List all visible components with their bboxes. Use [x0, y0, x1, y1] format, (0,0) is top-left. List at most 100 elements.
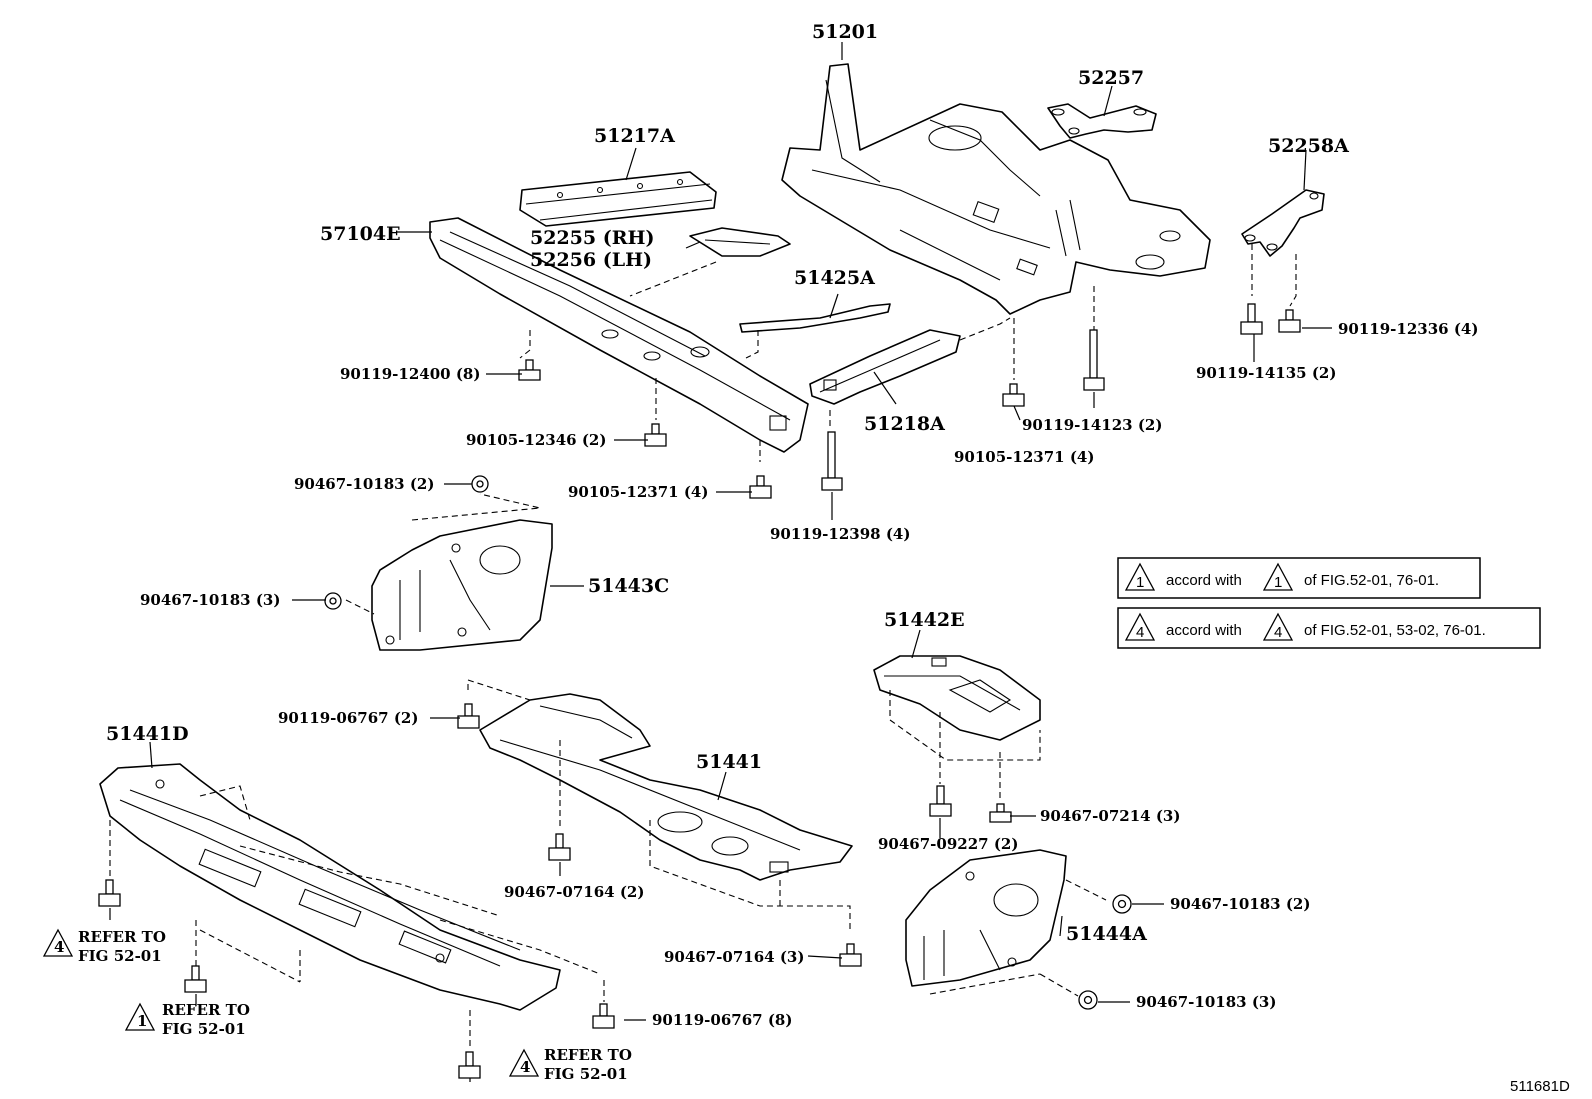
warning-triangle-icon [124, 1002, 156, 1031]
part-52258A-bracket [1241, 189, 1325, 257]
callout-mark: 4 [54, 938, 64, 956]
label-90119-06767-a: 90119-06767 (2) [278, 709, 418, 727]
part-51444A-shield [905, 849, 1067, 987]
figure-id: 511681D [1510, 1078, 1570, 1095]
bolt-icon [749, 475, 772, 499]
label-90467-07164-b: 90467-07164 (3) [664, 948, 804, 966]
label-90467-10183-d: 90467-10183 (3) [1136, 993, 1276, 1011]
bolt-icons [98, 303, 1301, 1079]
label-90105-12371-a: 90105-12371 (4) [568, 483, 708, 501]
note-mark: 1 [1136, 574, 1144, 591]
refer-text-line1: REFER TO [162, 1001, 250, 1019]
bolt-icon [98, 879, 121, 907]
bolt-icon [457, 703, 480, 729]
label-52256: 52256 (LH) [530, 249, 652, 271]
label-90467-07214: 90467-07214 (3) [1040, 807, 1180, 825]
bolt-icon [1002, 383, 1025, 407]
part-51217A-reinforcement [519, 171, 717, 227]
bolt-icon [644, 423, 667, 447]
clip-icon [839, 943, 862, 967]
label-51218A: 51218A [864, 413, 945, 435]
label-52258A: 52258A [1268, 135, 1349, 157]
label-51217A: 51217A [594, 125, 675, 147]
clip-icon [1112, 894, 1132, 914]
note-text: of FIG.52-01, 76-01. [1304, 572, 1439, 589]
label-51201: 51201 [812, 21, 878, 43]
refer-text-line1: REFER TO [544, 1046, 632, 1064]
part-51442E-cover [873, 655, 1041, 741]
callout-mark: 4 [520, 1058, 530, 1076]
label-51443C: 51443C [588, 575, 669, 597]
bolt-icon [821, 431, 843, 491]
refer-text-line2: FIG 52-01 [544, 1065, 628, 1083]
warning-triangle-icon [1124, 562, 1156, 591]
clip-icon [324, 592, 342, 610]
label-51441: 51441 [696, 751, 762, 773]
refer-text-line1: REFER TO [78, 928, 166, 946]
label-51442E: 51442E [884, 609, 965, 631]
note-box-2: 4 accord with 4 of FIG.52-01, 53-02, 76-… [1117, 607, 1541, 649]
refer-callout-3: 4 REFER TO FIG 52-01 [508, 1046, 632, 1083]
label-52255: 52255 (RH) [530, 227, 654, 249]
clip-icon [989, 803, 1012, 823]
label-51425A: 51425A [794, 267, 875, 289]
bolt-icon [1240, 303, 1263, 335]
bolt-icon [184, 965, 207, 993]
bolt-icon [1083, 329, 1105, 391]
note-mark: 4 [1274, 624, 1282, 641]
callout-mark: 1 [137, 1012, 147, 1030]
label-57104E: 57104E [320, 223, 401, 245]
label-90467-09227: 90467-09227 (2) [878, 835, 1018, 853]
label-90119-12400: 90119-12400 (8) [340, 365, 480, 383]
label-90105-12346: 90105-12346 (2) [466, 431, 606, 449]
refer-text-line2: FIG 52-01 [162, 1020, 246, 1038]
bolt-icon [1278, 309, 1301, 333]
part-52257-bracket [1047, 103, 1157, 139]
warning-triangle-icon [1124, 612, 1156, 641]
label-90119-12336: 90119-12336 (4) [1338, 320, 1478, 338]
warning-triangle-icon [1262, 562, 1294, 591]
label-90467-10183-c: 90467-10183 (2) [1170, 895, 1310, 913]
note-mark: 1 [1274, 574, 1282, 591]
warning-triangle-icon [508, 1048, 540, 1077]
note-box-1: 1 accord with 1 of FIG.52-01, 76-01. [1117, 557, 1481, 599]
label-90119-12398: 90119-12398 (4) [770, 525, 910, 543]
part-51425A-brace [739, 303, 891, 333]
refer-text-line2: FIG 52-01 [78, 947, 162, 965]
part-51201-crossmember [781, 63, 1211, 315]
part-51441-undercover [479, 693, 853, 881]
leader-lines [109, 42, 1332, 1082]
label-51441D: 51441D [106, 723, 189, 745]
label-90467-07164-a: 90467-07164 (2) [504, 883, 644, 901]
part-51218A-bracket [809, 329, 961, 405]
label-90467-10183-a: 90467-10183 (2) [294, 475, 434, 493]
label-90467-10183-b: 90467-10183 (3) [140, 591, 280, 609]
fastener-labels: 90119-12400 (8) 90105-12346 (2) 90105-12… [140, 320, 1478, 1029]
label-90119-14135: 90119-14135 (2) [1196, 364, 1336, 382]
warning-triangle-icon [1262, 612, 1294, 641]
bolt-icon [592, 1003, 615, 1029]
part-52255-52256-plate [689, 227, 791, 257]
clip-icon [471, 475, 489, 493]
note-text: of FIG.52-01, 53-02, 76-01. [1304, 622, 1486, 639]
note-text: accord with [1166, 572, 1242, 589]
part-57104E-member [429, 217, 809, 453]
refer-callout-2: 1 REFER TO FIG 52-01 [124, 1001, 250, 1038]
refer-callout-1: 4 REFER TO FIG 52-01 [42, 928, 166, 965]
bolt-icon [518, 359, 541, 381]
part-51441D-spoiler [99, 763, 561, 1011]
label-90119-06767-b: 90119-06767 (8) [652, 1011, 792, 1029]
bolt-icon [548, 833, 571, 861]
note-text: accord with [1166, 622, 1242, 639]
bolt-icon [929, 785, 952, 817]
note-mark: 4 [1136, 624, 1144, 641]
label-51444A: 51444A [1066, 923, 1147, 945]
label-90119-14123: 90119-14123 (2) [1022, 416, 1162, 434]
label-90105-12371-b: 90105-12371 (4) [954, 448, 1094, 466]
alignment-dash-lines [109, 244, 1297, 1050]
part-labels: 51201 52257 51217A 52258A 57104E 52255 (… [106, 21, 1349, 945]
warning-triangle-icon [42, 928, 74, 957]
part-51443C-shield [371, 519, 553, 651]
bolt-icon [458, 1051, 481, 1079]
clip-icon [1078, 990, 1098, 1010]
